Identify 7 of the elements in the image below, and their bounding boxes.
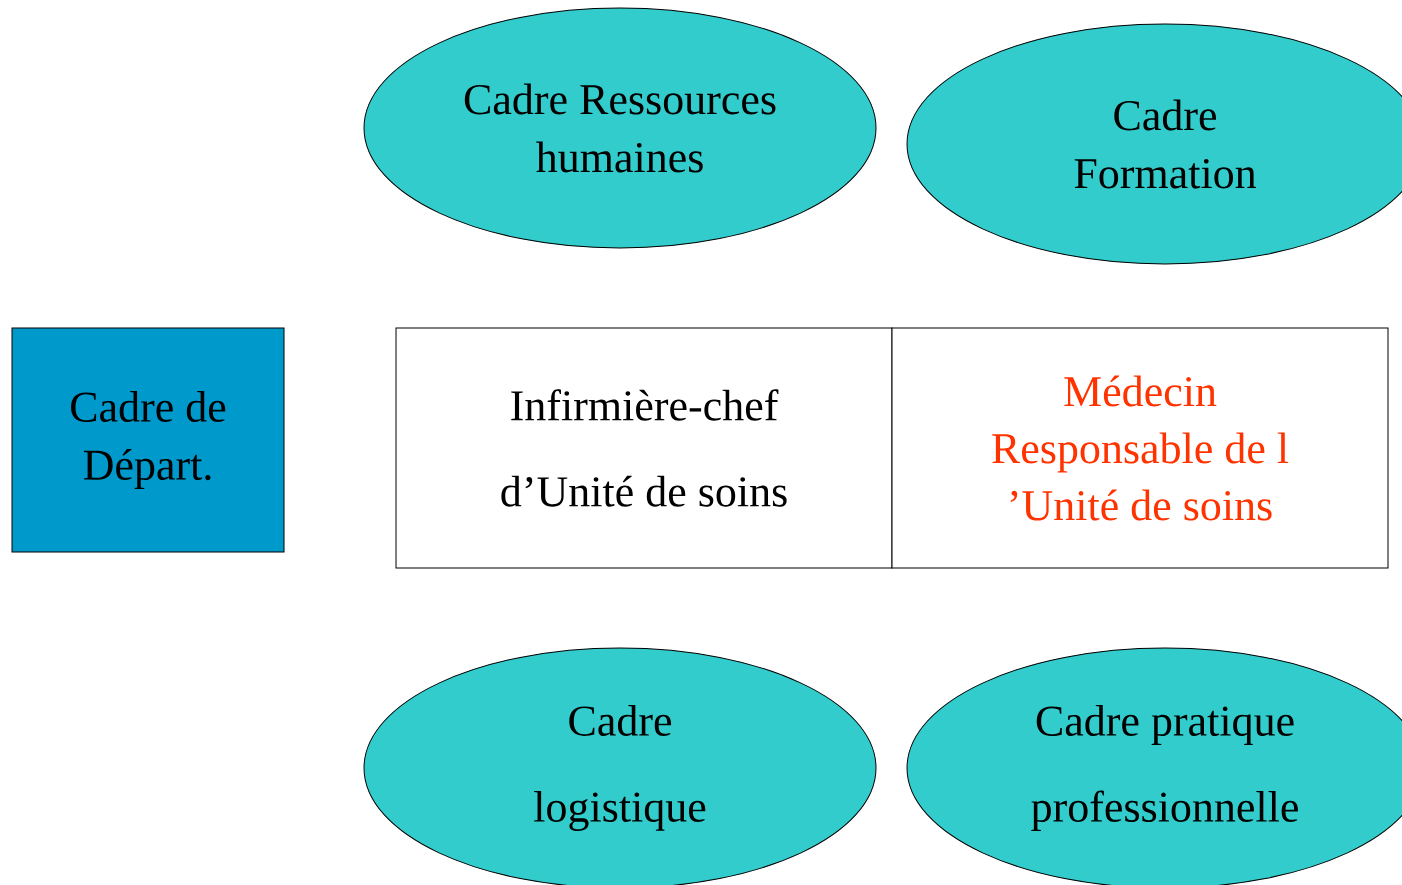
oval-box: Cadre Formation: [906, 23, 1402, 265]
role-box: Infirmière-chef d’Unité de soins: [395, 327, 893, 569]
oval-box: Cadre pratique professionnelle: [906, 647, 1402, 885]
oval-box: Cadre logistique: [363, 647, 877, 885]
role-box: Cadre de Départ.: [11, 327, 285, 553]
oval-box: Cadre Ressources humaines: [363, 7, 877, 249]
role-box: Médecin Responsable de l ’Unité de soins: [891, 327, 1389, 569]
